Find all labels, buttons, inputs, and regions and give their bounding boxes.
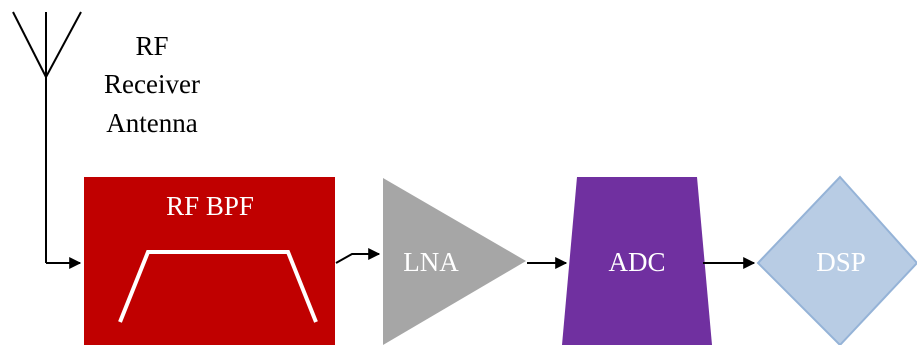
adc-block: ADC — [562, 177, 712, 345]
dsp-block: DSP — [756, 175, 917, 345]
lna-label: LNA — [403, 247, 459, 277]
antenna-label-line-1: RF — [135, 31, 168, 61]
dsp-label: DSP — [816, 247, 866, 277]
lna-block: LNA — [383, 178, 526, 345]
adc-body — [562, 177, 712, 345]
lna-body — [383, 178, 526, 345]
antenna-label-line-3: Antenna — [106, 108, 197, 138]
bandpass-response-icon — [118, 250, 318, 323]
adc-label: ADC — [608, 247, 665, 277]
antenna-label-line-2: Receiver — [104, 69, 200, 99]
dsp-body — [756, 175, 917, 345]
rf-bpf-label: RF BPF — [166, 191, 254, 221]
bpf-to-lna-arrow — [335, 248, 381, 264]
antenna-icon — [12, 11, 82, 263]
rf-bpf-block: RF BPF — [84, 177, 335, 345]
